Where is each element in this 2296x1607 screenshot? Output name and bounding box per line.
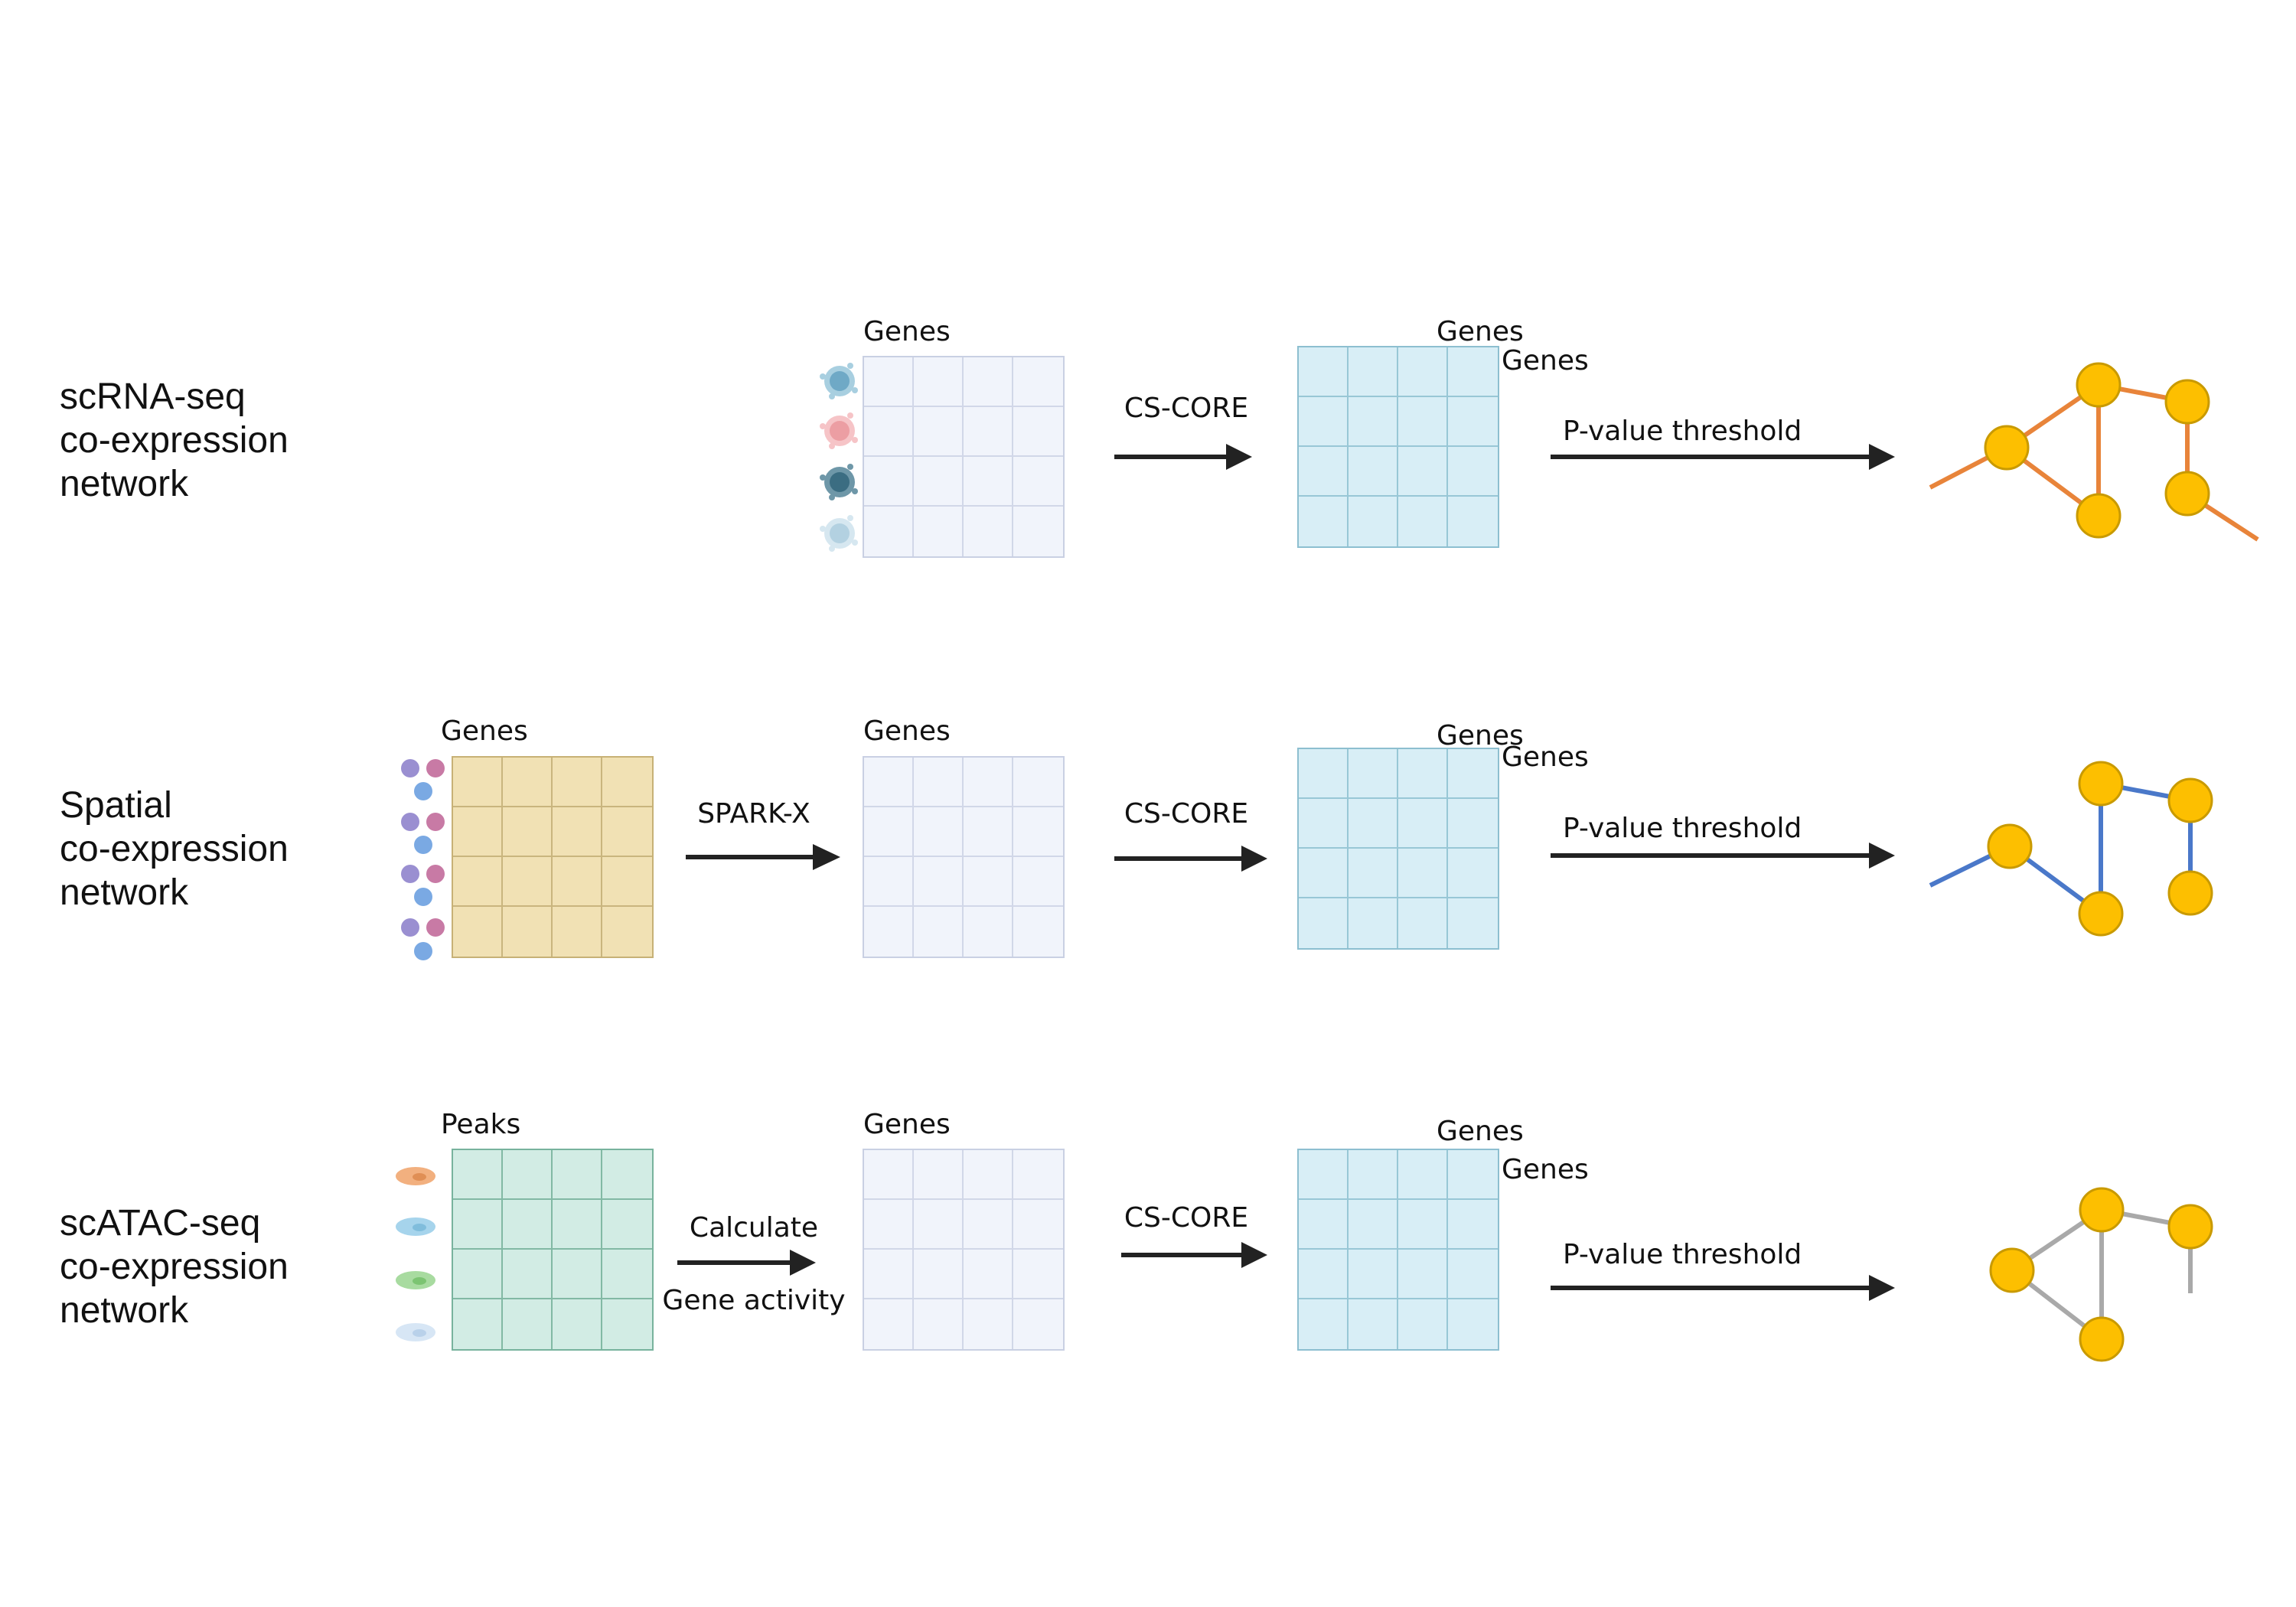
single-cell-icon-4	[820, 515, 858, 552]
row2-title-line1: Spatial	[60, 785, 172, 826]
network-node	[2079, 1187, 2125, 1233]
network-node	[1989, 1247, 2035, 1293]
row3-correlation-matrix	[1297, 1149, 1499, 1351]
single-cell-icon-2	[820, 412, 858, 449]
network-node	[2164, 471, 2210, 517]
network-node	[1987, 823, 2033, 869]
network-node	[2078, 761, 2124, 807]
row1-gene-matrix-label: Genes	[863, 316, 951, 347]
row1-correlation-matrix	[1297, 346, 1499, 548]
row3-gene-matrix-label: Genes	[863, 1109, 951, 1140]
row3-network-nodes	[1989, 1187, 2213, 1362]
row1-corr-side-label: Genes	[1502, 345, 1589, 376]
atac-cell-icon-4	[396, 1323, 435, 1341]
row2-correlation-matrix	[1297, 748, 1499, 950]
row3-title-line1: scATAC-seq	[60, 1203, 261, 1244]
row2-title: Spatial co-expression network	[60, 784, 381, 914]
row2-network	[1929, 781, 2193, 916]
row3-threshold-arrowhead	[1869, 1275, 1895, 1301]
row1-cscore-arrowhead	[1226, 444, 1252, 470]
spatial-spot-icon-3	[401, 865, 445, 906]
row3-title-line2: co-expression	[60, 1247, 289, 1287]
row2-spatial-matrix	[452, 756, 654, 958]
row1-network-nodes	[1984, 362, 2210, 539]
row1-gene-matrix	[863, 356, 1065, 558]
network-node	[2164, 379, 2210, 425]
network-node	[2078, 891, 2124, 937]
row3-cscore-label: CS-CORE	[1124, 1202, 1249, 1234]
row2-corr-top-label: Genes	[1437, 720, 1524, 751]
row2-cscore-arrowhead	[1241, 846, 1267, 872]
row3-title-line3: network	[60, 1290, 189, 1331]
row2-sparkx-arrowhead	[813, 844, 840, 870]
row1-title: scRNA-seq co-expression network	[60, 375, 381, 506]
network-node	[2167, 1204, 2213, 1250]
network-node	[2079, 1316, 2125, 1362]
row3-peak-matrix	[452, 1149, 654, 1351]
row3-cscore-arrowhead	[1241, 1242, 1267, 1268]
row3-corr-top-label: Genes	[1437, 1116, 1524, 1147]
spatial-spot-icon-1	[401, 759, 445, 800]
atac-cell-icon-1	[396, 1167, 435, 1185]
row3-gene-activity-label: Gene activity	[662, 1285, 846, 1316]
single-cell-icon-1	[820, 363, 858, 399]
row2-input-matrix-label: Genes	[441, 715, 528, 747]
network-node	[2076, 493, 2122, 539]
row2-threshold-arrowhead	[1869, 843, 1895, 869]
row3-threshold-label: P-value threshold	[1563, 1239, 1802, 1270]
row3-input-matrix-label: Peaks	[441, 1109, 521, 1140]
single-cell-icon-3	[820, 464, 858, 500]
row1-title-line2: co-expression	[60, 420, 289, 461]
network-node	[2167, 870, 2213, 916]
network-node	[1984, 425, 2030, 471]
row2-corr-side-label: Genes	[1502, 742, 1589, 773]
row1-cscore-label: CS-CORE	[1124, 393, 1249, 424]
row2-spatial-spot-icons	[401, 759, 445, 960]
row2-gene-matrix	[863, 756, 1065, 958]
network-node	[2167, 777, 2213, 823]
row3-atac-cell-icons	[396, 1167, 435, 1341]
row2-cscore-label: CS-CORE	[1124, 798, 1249, 830]
row2-network-nodes	[1987, 761, 2213, 937]
row2-gene-matrix-label: Genes	[863, 715, 951, 747]
spatial-spot-icon-2	[401, 813, 445, 854]
row1-threshold-arrowhead	[1869, 444, 1895, 470]
row1-title-line3: network	[60, 464, 189, 504]
row3-calculate-arrowhead	[790, 1250, 816, 1276]
row2-title-line3: network	[60, 872, 189, 913]
spatial-spot-icon-4	[401, 918, 445, 960]
row1-corr-top-label: Genes	[1437, 316, 1524, 347]
row1-threshold-label: P-value threshold	[1563, 416, 1802, 447]
network-node	[2076, 362, 2122, 408]
row3-title: scATAC-seq co-expression network	[60, 1201, 381, 1332]
row1-single-cell-icons	[820, 363, 858, 552]
atac-cell-icon-2	[396, 1217, 435, 1236]
row2-title-line2: co-expression	[60, 829, 289, 869]
row2-threshold-label: P-value threshold	[1563, 813, 1802, 844]
row3-gene-matrix	[863, 1149, 1065, 1351]
row2-sparkx-label: SPARK-X	[697, 798, 810, 830]
row3-corr-side-label: Genes	[1502, 1154, 1589, 1185]
row1-title-line1: scRNA-seq	[60, 376, 246, 417]
row3-calculate-label: Calculate	[689, 1212, 819, 1244]
atac-cell-icon-3	[396, 1271, 435, 1289]
